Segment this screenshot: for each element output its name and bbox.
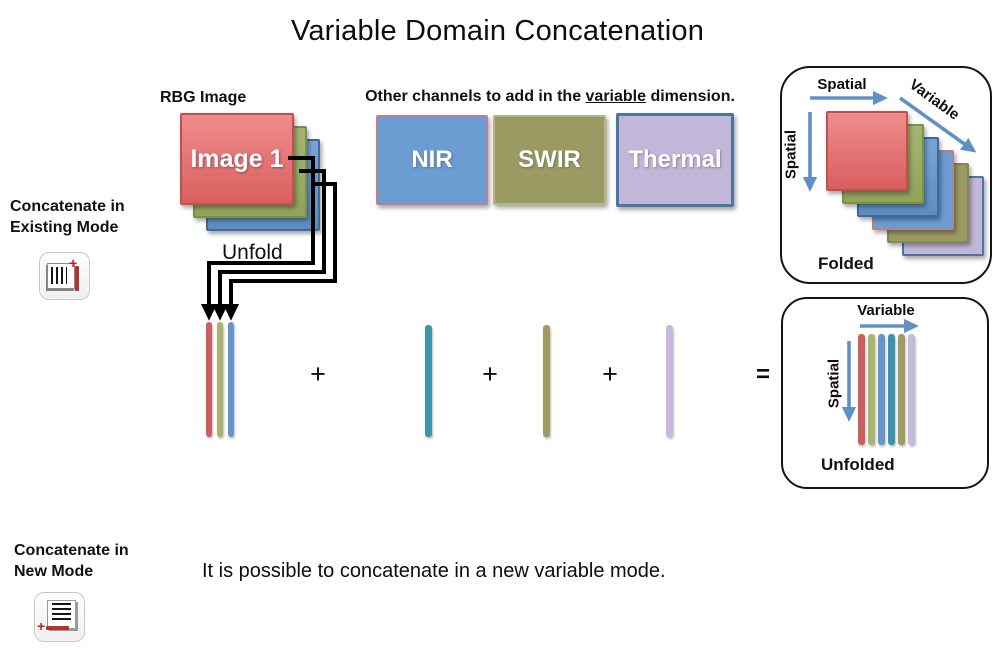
new-mode-label: Concatenate in New Mode xyxy=(14,540,174,582)
new-variable-bar-icon xyxy=(75,266,79,291)
nir-square: NIR xyxy=(376,115,488,205)
red-channel-bar xyxy=(206,322,212,437)
unfolded-green-bar xyxy=(868,334,875,445)
unfolded-thermal-bar xyxy=(908,334,915,445)
thermal-label: Thermal xyxy=(628,146,722,173)
barcode-page-icon xyxy=(47,263,75,289)
existing-mode-label: Concatenate in Existing Mode xyxy=(10,196,170,238)
existing-mode-label-line1: Concatenate in xyxy=(10,198,125,215)
add-mode-plus-icon: + xyxy=(37,618,46,634)
rbg-image-caption: RBG Image xyxy=(160,89,247,106)
swir-channel-bar xyxy=(543,325,550,437)
blue-channel-bar xyxy=(228,322,234,437)
concatenate-new-mode-button[interactable]: + xyxy=(34,592,85,642)
lines-page-icon xyxy=(47,600,76,629)
image1-label: Image 1 xyxy=(190,144,284,173)
other-channels-caption: Other channels to add in the variable di… xyxy=(330,88,770,106)
existing-mode-label-line2: Existing Mode xyxy=(10,219,119,236)
unfold-label: Unfold xyxy=(222,241,283,264)
nir-channel-bar xyxy=(425,325,432,437)
folded-red-square xyxy=(826,111,908,191)
folded-spatial-left-label: Spatial xyxy=(782,129,800,180)
folded-caption: Folded xyxy=(818,254,874,273)
page-title: Variable Domain Concatenation xyxy=(290,15,705,47)
plus-operator-1: + xyxy=(310,359,326,389)
plus-operator-3: + xyxy=(602,359,618,389)
concatenate-existing-mode-button[interactable]: + xyxy=(39,252,90,300)
unfolded-box: Variable Spatial Unfolded xyxy=(781,297,989,489)
other-channels-underlined-word: variable xyxy=(585,88,647,105)
horizontal-lines-glyph xyxy=(52,603,71,620)
thermal-channel-bar xyxy=(666,325,673,437)
unfolded-nir-bar xyxy=(888,334,895,445)
thermal-square: Thermal xyxy=(616,113,734,207)
vertical-lines-glyph xyxy=(51,267,67,284)
unfolded-spatial-label: Spatial xyxy=(825,358,843,409)
equals-operator: = xyxy=(755,361,770,388)
swir-label: SWIR xyxy=(518,146,581,173)
new-mode-bar-icon xyxy=(46,626,69,630)
unfolded-blue-bar xyxy=(878,334,885,445)
plus-operator-2: + xyxy=(482,359,498,389)
other-channels-prefix: Other channels to add in the xyxy=(365,88,586,105)
rgb-stack-red-square: Image 1 xyxy=(180,113,294,205)
unfolded-variable-label: Variable xyxy=(857,302,915,319)
folded-spatial-top-label: Spatial xyxy=(817,76,867,93)
unfolded-caption: Unfolded xyxy=(821,455,895,474)
new-mode-label-line1: Concatenate in xyxy=(14,542,129,559)
unfolded-red-bar xyxy=(858,334,865,445)
swir-square: SWIR xyxy=(493,115,606,205)
unfolded-swir-bar xyxy=(898,334,905,445)
green-channel-bar xyxy=(217,322,223,437)
other-channels-suffix: dimension. xyxy=(646,88,735,105)
nir-label: NIR xyxy=(411,146,453,173)
folded-box: Spatial Variable Spatial Folded xyxy=(780,66,992,284)
bottom-note-text: It is possible to concatenate in a new v… xyxy=(202,560,666,582)
add-variable-plus-icon: + xyxy=(69,255,78,271)
new-mode-label-line2: New Mode xyxy=(14,563,94,580)
